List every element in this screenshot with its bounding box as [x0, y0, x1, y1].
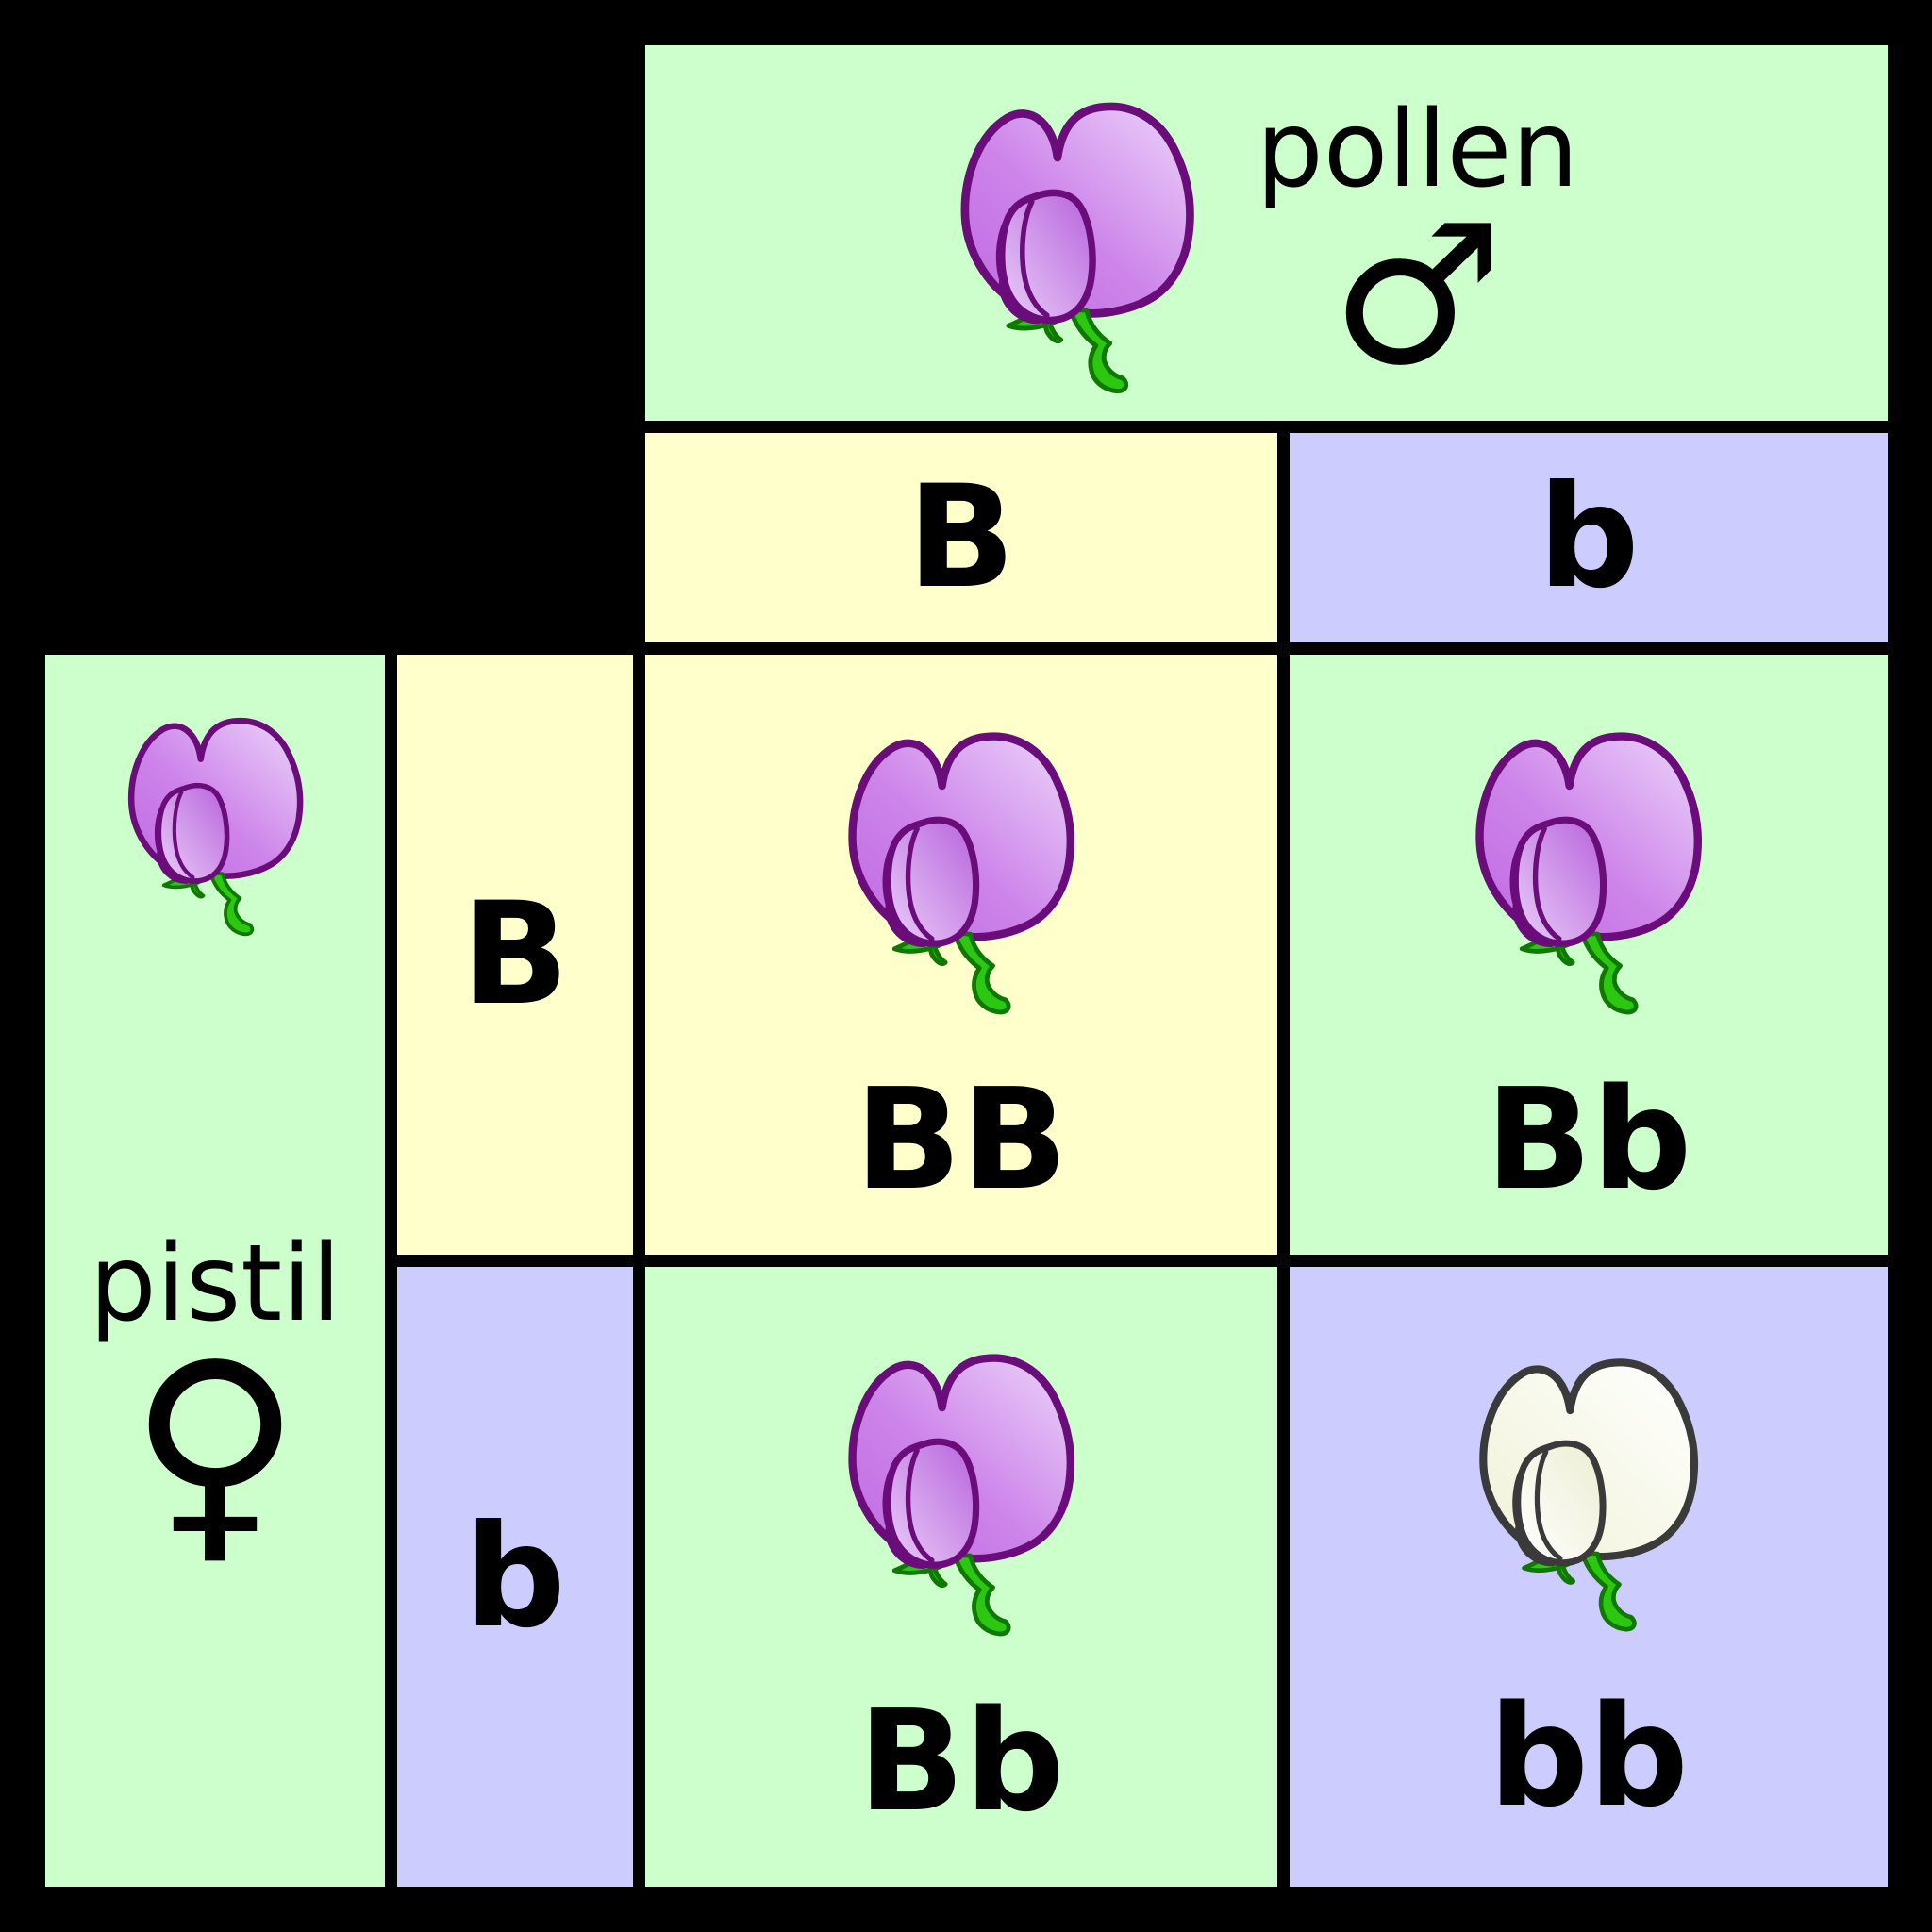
pollen-allele-B-cell: B [645, 433, 1277, 642]
pollen-parent-cell: pollen ♂ [645, 45, 1888, 421]
pistil-allele-b-cell: b [397, 1267, 633, 1887]
genotype-label: BB [855, 1058, 1068, 1221]
pistil-label: pistil [89, 1223, 341, 1345]
purple-flower-icon [124, 693, 308, 939]
allele-label-B: B [907, 456, 1016, 620]
punnett-grid: pollen ♂ B b pistil ♀ B b [45, 45, 1888, 1887]
allele-label-b: b [464, 1494, 566, 1659]
purple-flower-icon [1470, 701, 1707, 1018]
purple-flower-icon [842, 1323, 1080, 1640]
pollen-allele-b-cell: b [1290, 433, 1888, 642]
pollen-label: pollen [1256, 89, 1579, 212]
offspring-BB-cell: BB [645, 655, 1277, 1255]
genotype-label: Bb [858, 1680, 1065, 1842]
purple-flower-icon [955, 70, 1200, 397]
offspring-bb-cell: bb [1290, 1267, 1888, 1887]
allele-label-B: B [460, 873, 570, 1037]
white-flower-icon [1474, 1328, 1704, 1635]
genotype-label: Bb [1485, 1058, 1692, 1221]
male-symbol: ♂ [1330, 183, 1505, 408]
pistil-parent-cell: pistil ♀ [45, 655, 385, 1887]
genotype-label: bb [1489, 1674, 1689, 1838]
offspring-Bb-top-right-cell: Bb [1290, 655, 1888, 1255]
allele-label-b: b [1538, 456, 1640, 620]
pistil-allele-B-cell: B [397, 655, 633, 1255]
offspring-Bb-bottom-left-cell: Bb [645, 1267, 1277, 1887]
purple-flower-icon [842, 701, 1080, 1018]
female-symbol: ♀ [128, 1312, 302, 1588]
pollen-header-labels: pollen ♂ [1256, 89, 1579, 408]
